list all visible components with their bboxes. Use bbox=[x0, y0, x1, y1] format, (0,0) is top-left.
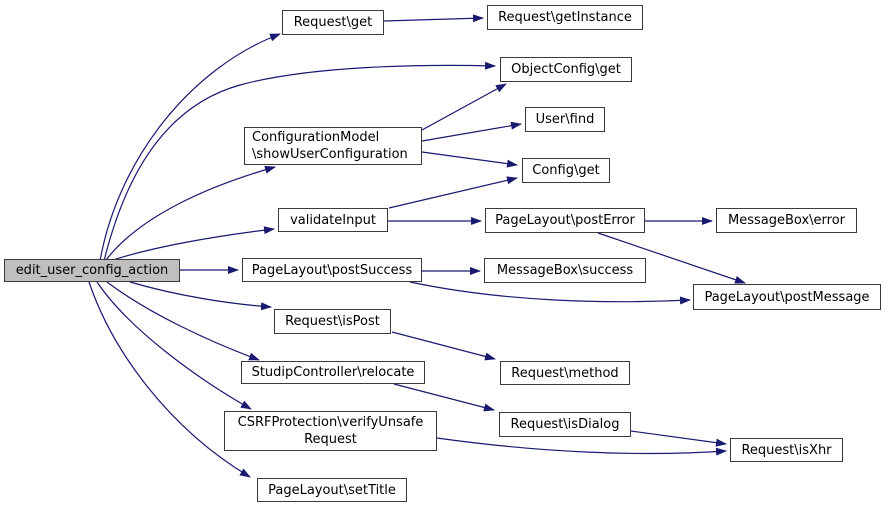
graph-node-label: Request\getInstance bbox=[498, 10, 632, 25]
graph-node-user_find[interactable]: User\find bbox=[525, 107, 605, 132]
edge-edit_user_config_action-to-studipcontroller_relocate bbox=[106, 281, 260, 361]
edge-edit_user_config_action-to-configurationmodel_showuserconfiguration bbox=[105, 165, 276, 261]
graph-node-label: PageLayout\setTitle bbox=[268, 482, 396, 498]
graph-node-label: User\find bbox=[535, 112, 595, 127]
graph-node-request_getinstance[interactable]: Request\getInstance bbox=[487, 5, 643, 30]
graph-node-label: ObjectConfig\get bbox=[511, 62, 621, 77]
graph-node-request_isdialog[interactable]: Request\isDialog bbox=[499, 412, 631, 437]
graph-node-label: PageLayout\postMessage bbox=[704, 289, 870, 305]
graph-node-label: ConfigurationModel bbox=[252, 130, 380, 145]
graph-node-label: StudipController\relocate bbox=[251, 365, 415, 380]
graph-node-label: MessageBox\success bbox=[496, 263, 634, 278]
graph-node-config_get[interactable]: Config\get bbox=[522, 158, 610, 183]
graph-node-validateinput[interactable]: validateInput bbox=[278, 208, 388, 232]
graph-node-label: Request\isDialog bbox=[510, 417, 620, 432]
graph-node-label: Request\isXhr bbox=[741, 442, 832, 458]
graph-node-label: validateInput bbox=[290, 212, 376, 228]
edge-pagelayout_posterror-to-pagelayout_postmessage bbox=[597, 232, 746, 284]
graph-node-messagebox_success[interactable]: MessageBox\success bbox=[484, 258, 646, 283]
graph-node-label: PageLayout\postSuccess bbox=[251, 262, 413, 278]
edge-edit_user_config_action-to-validateinput bbox=[109, 226, 275, 262]
graph-node-label: Request\method bbox=[511, 365, 619, 381]
graph-node-objectconfig_get[interactable]: ObjectConfig\get bbox=[500, 57, 632, 82]
graph-node-request_get[interactable]: Request\get bbox=[282, 10, 384, 35]
graph-node-label: PageLayout\postError bbox=[495, 213, 635, 228]
edge-configurationmodel_showuserconfiguration-to-user_find bbox=[421, 121, 522, 142]
graph-node-label: Request\get bbox=[293, 15, 373, 30]
edge-edit_user_config_action-to-objectconfig_get bbox=[103, 61, 496, 262]
edge-request_ispost-to-request_method bbox=[391, 331, 496, 361]
graph-node-configurationmodel_showuserconfiguration[interactable]: ConfigurationModel \showUserConfiguration bbox=[244, 127, 422, 165]
graph-node-messagebox_error[interactable]: MessageBox\error bbox=[716, 208, 857, 233]
edge-configurationmodel_showuserconfiguration-to-objectconfig_get bbox=[421, 83, 507, 131]
graph-node-request_ispost[interactable]: Request\isPost bbox=[274, 309, 391, 334]
graph-node-label: edit_user_config_action bbox=[15, 263, 169, 278]
edge-request_get-to-request_getinstance bbox=[383, 14, 484, 23]
edge-pagelayout_postsuccess-to-pagelayout_postmessage bbox=[409, 281, 691, 305]
edge-edit_user_config_action-to-csrfprotection_verifyunsaferequest bbox=[96, 281, 252, 410]
edge-csrfprotection_verifyunsaferequest-to-request_isxhr bbox=[436, 437, 727, 456]
graph-node-edit_user_config_action: edit_user_config_action bbox=[4, 259, 180, 282]
edge-configurationmodel_showuserconfiguration-to-config_get bbox=[421, 151, 518, 168]
graph-node-label: MessageBox\error bbox=[728, 213, 845, 228]
edge-studipcontroller_relocate-to-request_isdialog bbox=[393, 383, 495, 412]
graph-node-request_isxhr[interactable]: Request\isXhr bbox=[730, 438, 843, 462]
edge-edit_user_config_action-to-request_ispost bbox=[129, 281, 272, 311]
edge-edit_user_config_action-to-request_get bbox=[99, 33, 281, 262]
edge-request_isdialog-to-request_isxhr bbox=[630, 430, 727, 447]
edge-validateinput-to-config_get bbox=[388, 176, 518, 209]
graph-node-request_method[interactable]: Request\method bbox=[500, 361, 630, 385]
graph-node-label: Request\isPost bbox=[285, 314, 380, 329]
graph-node-pagelayout_postmessage[interactable]: PageLayout\postMessage bbox=[693, 284, 881, 310]
graph-node-pagelayout_postsuccess[interactable]: PageLayout\postSuccess bbox=[242, 258, 422, 282]
graph-node-label: \showUserConfiguration bbox=[252, 147, 408, 162]
graph-node-label: Config\get bbox=[532, 163, 600, 178]
graph-node-studipcontroller_relocate[interactable]: StudipController\relocate bbox=[241, 361, 425, 384]
graph-node-pagelayout_settitle[interactable]: PageLayout\setTitle bbox=[257, 478, 407, 502]
graph-node-label: Request bbox=[304, 432, 357, 447]
graph-node-label: CSRFProtection\verifyUnsafe bbox=[237, 415, 424, 430]
edge-edit_user_config_action-to-pagelayout_settitle bbox=[88, 281, 251, 478]
graph-node-pagelayout_posterror[interactable]: PageLayout\postError bbox=[485, 208, 645, 233]
